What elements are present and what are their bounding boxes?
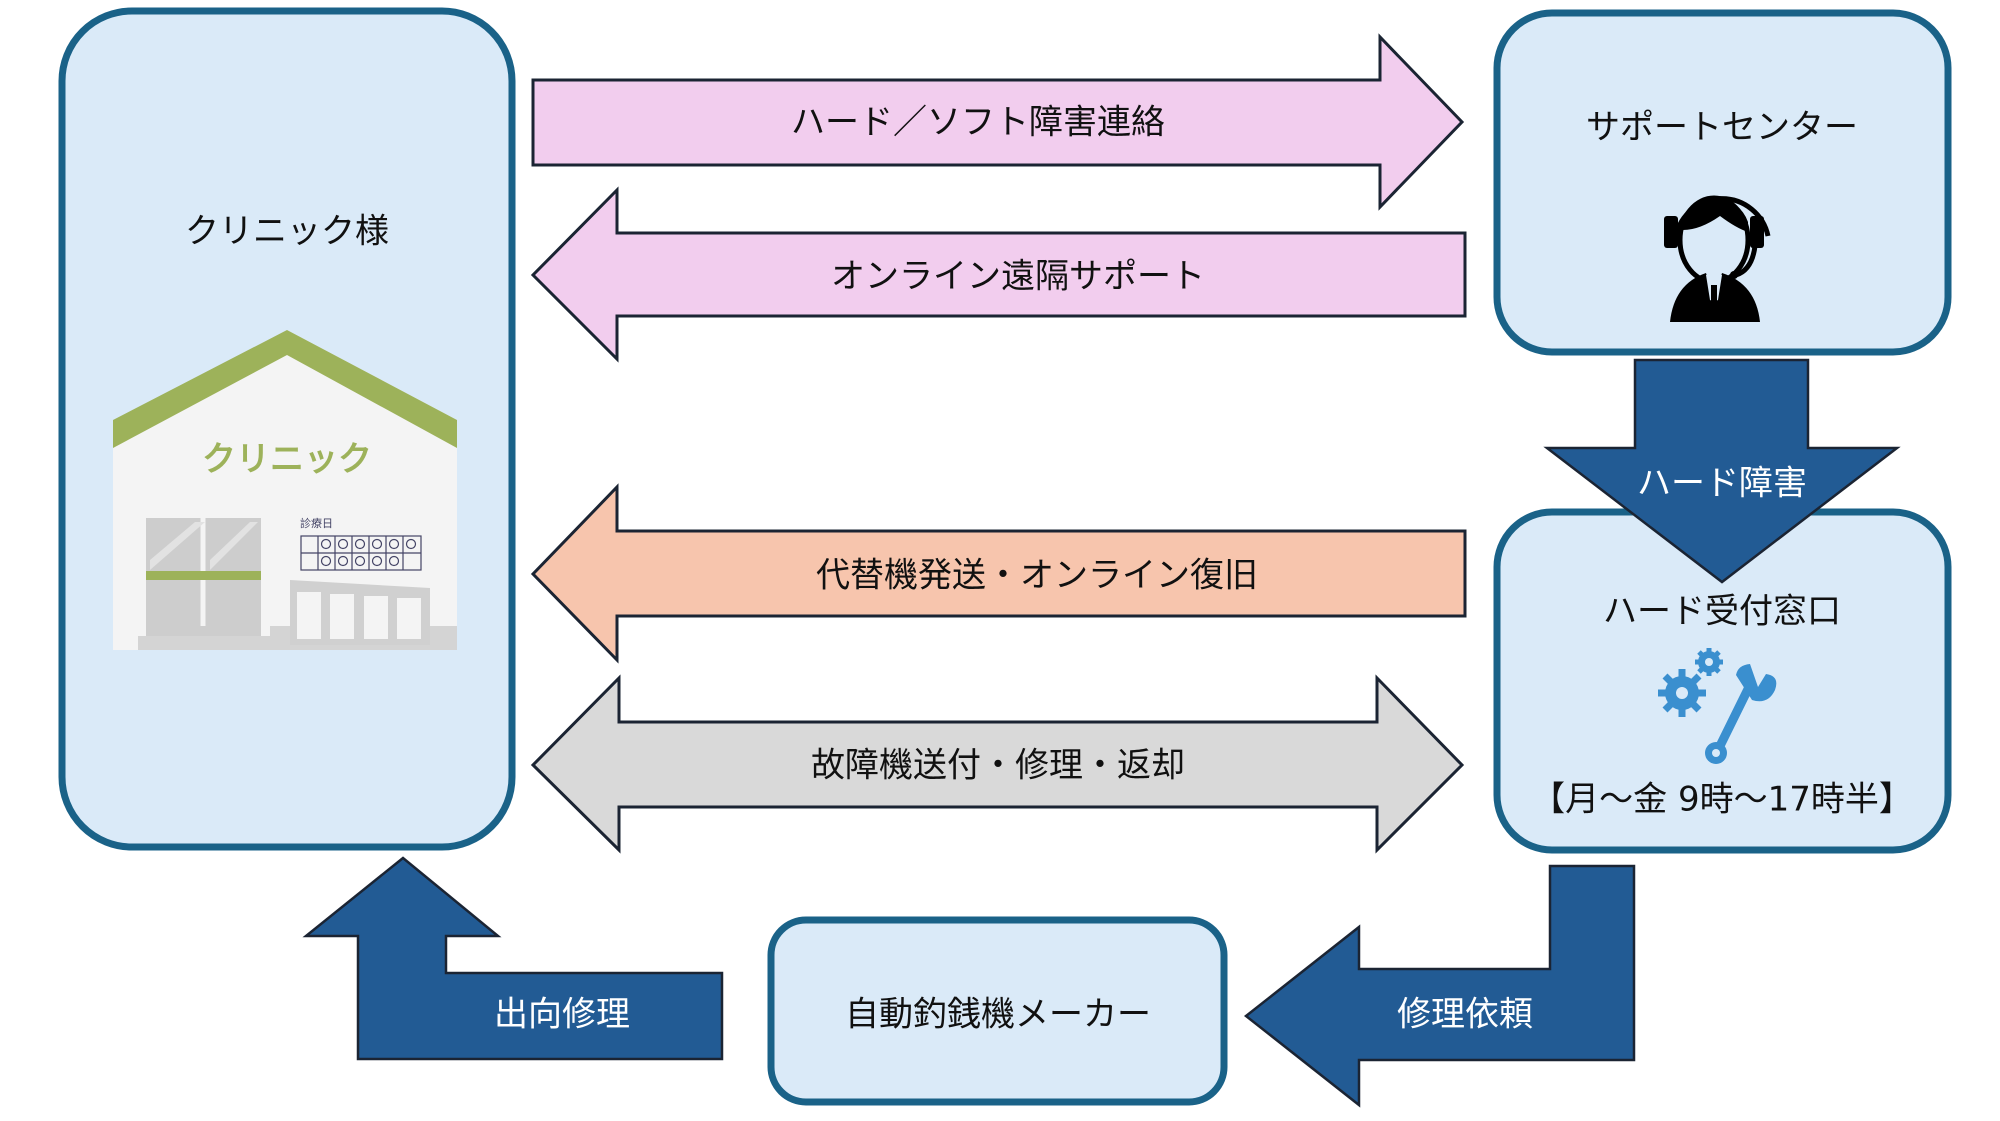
hard-desk-label: ハード受付窓口 [1603,592,1841,632]
arrow-repair-return-label: 故障機送付・修理・返却 [811,746,1185,786]
arrow-replacement: 代替機発送・オンライン復旧 [530,483,1467,664]
arrow-hardware-fault: ハード障害 [1543,358,1901,584]
hard-desk-node: ハード受付窓口 【 [1493,508,1952,854]
support-center-node: サポートセンター [1493,9,1952,356]
arrow-remote-support-shape [530,186,1467,363]
hard-desk-hours: 【月～金 9時～17時半】 [1531,780,1913,820]
arrow-onsite-repair-label: 出向修理 [494,995,630,1035]
arrow-hardware-fault-shape [1543,358,1901,584]
arrow-hardware-fault-label: ハード障害 [1637,464,1807,504]
clinic-node: クリニック様 クリニック 診療日 [58,7,516,851]
arrow-remote-support-label: オンライン遠隔サポート [831,257,1205,297]
support-center-box [1493,9,1952,356]
clinic-sign: クリニック [202,440,372,480]
clinic-building-icon: クリニック 診療日 [113,330,457,650]
arrow-replacement-shape [530,483,1467,664]
headset-operator-icon [1664,195,1771,322]
support-center-label: サポートセンター [1586,108,1858,148]
gears-wrench-icon [1658,648,1777,764]
schedule-grid [300,535,422,571]
clinic-label: クリニック様 [185,212,389,252]
arrow-repair-request-label: 修理依頼 [1397,995,1533,1035]
arrow-remote-support: オンライン遠隔サポート [530,186,1467,363]
arrow-fault-report-shape [531,33,1465,211]
arrow-repair-request: 修理依頼 [1243,864,1636,1108]
schedule-header: 診療日 [300,516,333,530]
arrow-repair-return: 故障機送付・修理・返却 [530,674,1465,854]
door-stripe [146,571,261,580]
maker-label: 自動釣銭機メーカー [845,995,1151,1035]
building-roof [113,330,457,448]
arrow-fault-report-label: ハード／ソフト障害連絡 [791,103,1165,143]
arrow-onsite-repair-shape [302,856,724,1061]
arrow-repair-request-shape [1243,864,1636,1108]
arrow-onsite-repair: 出向修理 [302,856,724,1061]
arrow-fault-report: ハード／ソフト障害連絡 [531,33,1465,211]
arrow-replacement-label: 代替機発送・オンライン復旧 [816,556,1258,596]
arrow-repair-return-shape [530,674,1465,854]
maker-box [767,916,1228,1106]
maker-node: 自動釣銭機メーカー [767,916,1228,1106]
